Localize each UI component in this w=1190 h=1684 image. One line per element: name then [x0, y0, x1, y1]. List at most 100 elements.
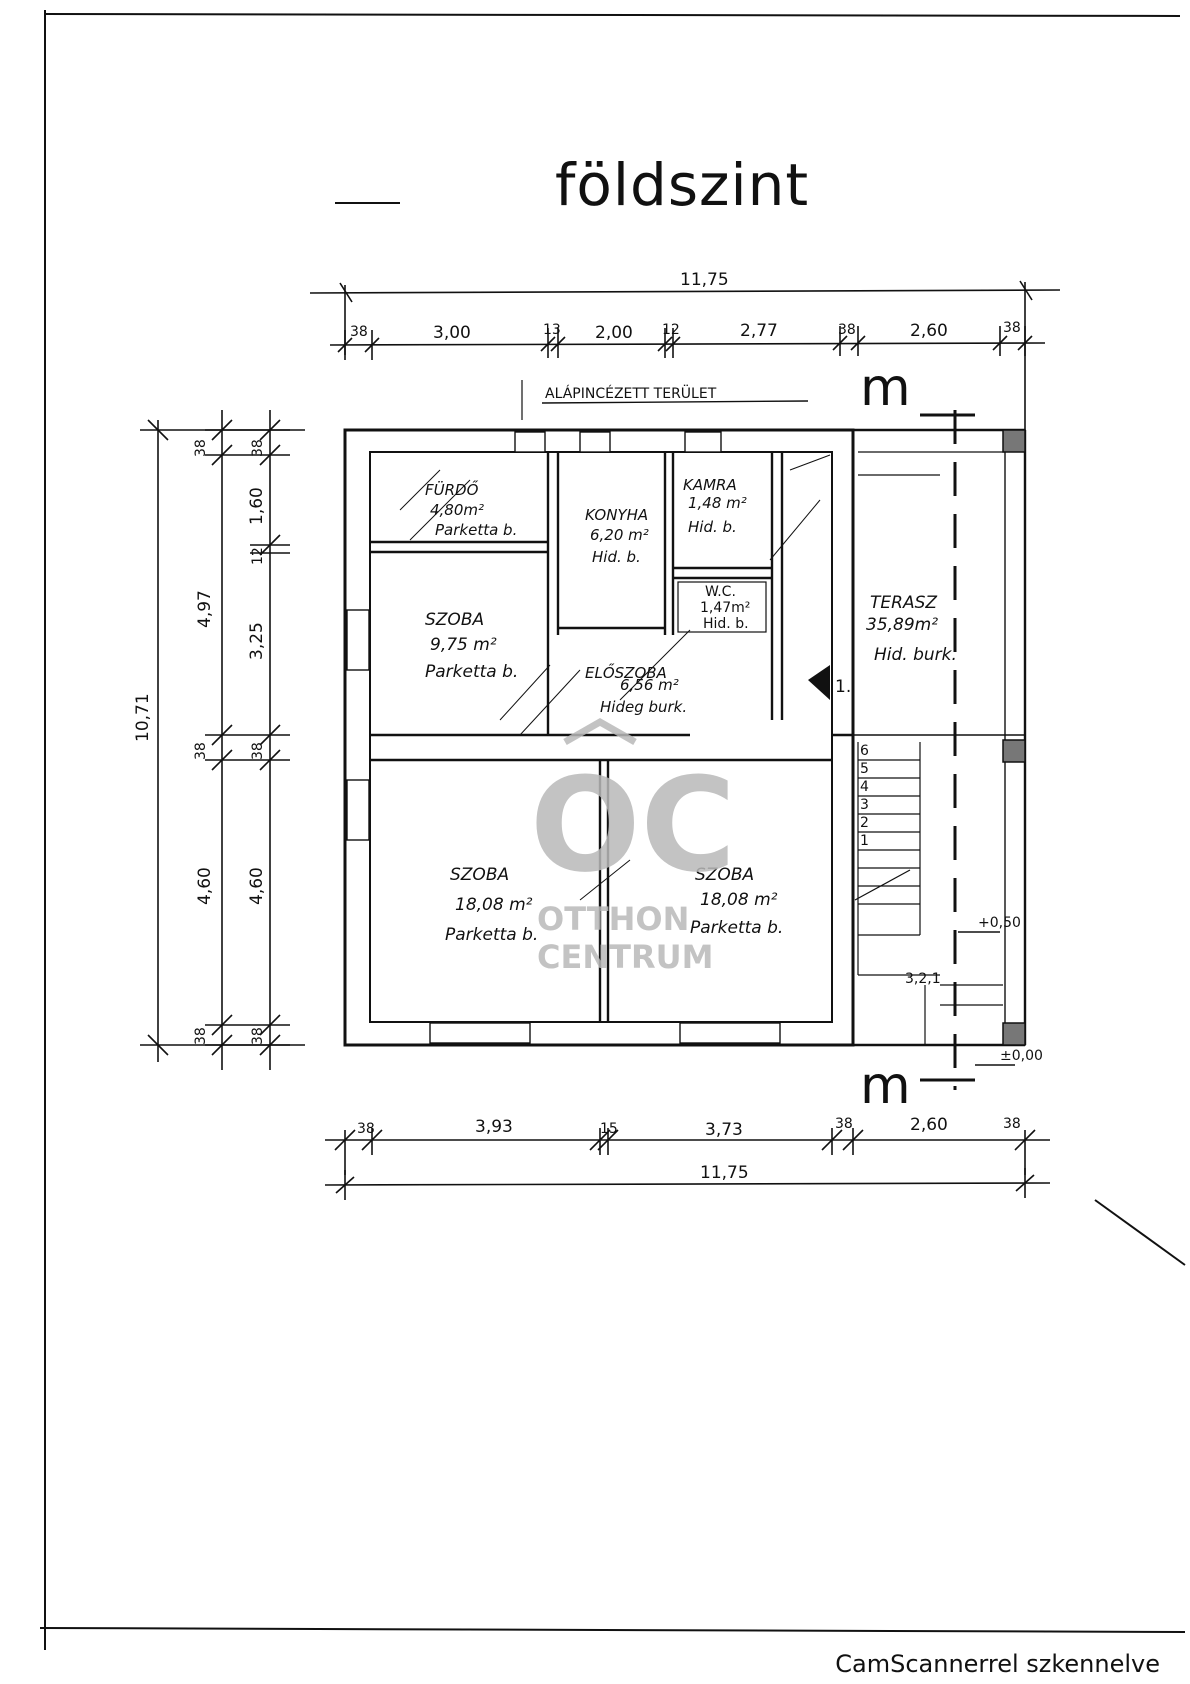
room-konyha-area: 6,20 m²: [590, 526, 649, 544]
stair-step-4: 4: [860, 779, 869, 795]
room-eloszoba-area: 6,56 m²: [620, 676, 679, 694]
stair-step-5: 5: [860, 761, 869, 777]
room-szoba-3-area: 18,08 m²: [700, 890, 778, 910]
room-eloszoba-name: ELŐSZOBA: [585, 662, 667, 682]
bottom-dimension-lines: [324, 1128, 1186, 1266]
top-dimension-lines: [309, 280, 1061, 432]
room-konyha-name: KONYHA: [585, 506, 648, 524]
room-wc-area: 1,47m²: [700, 600, 750, 616]
left-inner-dim-6: 38: [250, 1027, 266, 1045]
watermark-line1: OTTHON: [537, 900, 689, 938]
left-outer-dim-4: 38: [193, 1027, 209, 1045]
watermark-roof-icon: [563, 717, 637, 746]
bottom-dim-3: 3,73: [705, 1120, 743, 1140]
bottom-dimension-labels: 38 3,93 15 3,73 38 2,60 38: [357, 1115, 1021, 1140]
room-hatching: [399, 454, 831, 901]
bottom-dim-4: 38: [835, 1116, 853, 1132]
ground-level-label: ±0,00: [1000, 1048, 1043, 1064]
room-szoba-2-area: 18,08 m²: [455, 895, 533, 915]
room-furdo-name: FÜRDŐ: [425, 479, 479, 499]
room-szoba-1: SZOBA 9,75 m² Parketta b.: [425, 610, 518, 682]
bottom-dim-5: 2,60: [910, 1115, 948, 1135]
top-dim-7: 2,60: [910, 321, 948, 341]
sheet-border: [39, 10, 1186, 1650]
entrance-label: 1.: [835, 677, 851, 697]
interior-walls: [370, 452, 853, 1022]
left-inner-dimension-labels: 38 1,60 12 3,25 38 4,60 38: [247, 439, 267, 1045]
room-konyha: KONYHA 6,20 m² Hid. b.: [585, 506, 649, 566]
bottom-dim-2: 15: [600, 1121, 618, 1137]
top-dim-0: 38: [350, 324, 368, 340]
left-inner-dim-1: 1,60: [247, 487, 267, 525]
room-furdo-area: 4,80m²: [430, 501, 484, 519]
top-dim-4: 12: [662, 322, 680, 338]
stair-step-2: 2: [860, 815, 869, 831]
section-label: ALÁPINCÉZETT TERÜLET: [545, 384, 717, 402]
top-dim-8: 38: [1003, 320, 1021, 336]
room-terasz-name: TERASZ: [870, 593, 937, 613]
room-wc-floor: Hid. b.: [703, 616, 749, 632]
left-dimension-lines: [140, 410, 305, 1070]
left-inner-dim-0: 38: [250, 439, 266, 457]
room-kamra-floor: Hid. b.: [688, 518, 737, 536]
left-overall-dimension: 10,71: [133, 693, 153, 742]
section-marker-bottom: m: [860, 1056, 911, 1116]
room-szoba-3-floor: Parketta b.: [690, 918, 783, 938]
room-szoba-2-name: SZOBA: [450, 865, 509, 885]
page-title: földszint: [555, 151, 809, 219]
top-dim-5: 2,77: [740, 321, 778, 341]
section-cut-line: [920, 410, 975, 1090]
top-dim-3: 2,00: [595, 323, 633, 343]
room-wc-name: W.C.: [705, 584, 736, 600]
section-marker-top: m: [860, 358, 911, 418]
left-outer-dim-3: 4,60: [195, 867, 215, 905]
left-inner-dim-3: 3,25: [247, 622, 267, 660]
room-szoba-2-floor: Parketta b.: [445, 925, 538, 945]
left-outer-dimension-labels: 38 4,97 38 4,60 38: [193, 439, 215, 1045]
terrace-stairs: [854, 742, 1003, 1045]
stair-run-label: 3,2,1: [905, 971, 941, 987]
left-outer-dim-2: 38: [193, 742, 209, 760]
room-kamra: KAMRA 1,48 m² Hid. b.: [683, 476, 747, 536]
room-szoba-2: SZOBA 18,08 m² Parketta b.: [445, 865, 538, 945]
top-dim-6: 38: [838, 322, 856, 338]
left-inner-dim-5: 4,60: [247, 867, 267, 905]
stair-step-3: 3: [860, 797, 869, 813]
watermark-line2: CENTRUM: [537, 938, 713, 976]
stair-step-numbers: 6 5 4 3 2 1: [860, 743, 869, 849]
left-outer-dim-1: 4,97: [195, 590, 215, 628]
entrance-arrow-icon: [808, 665, 830, 700]
room-eloszoba-floor: Hideg burk.: [600, 698, 687, 716]
room-konyha-floor: Hid. b.: [592, 548, 641, 566]
left-outer-dim-0: 38: [193, 439, 209, 457]
terrace-outline: [853, 428, 1027, 1047]
room-szoba-1-area: 9,75 m²: [430, 635, 497, 655]
bottom-dim-1: 3,93: [475, 1117, 513, 1137]
room-wc: W.C. 1,47m² Hid. b.: [677, 581, 767, 633]
scanner-footer: CamScannerrel szkennelve: [835, 1650, 1160, 1678]
room-furdo: FÜRDŐ 4,80m² Parketta b.: [425, 479, 517, 539]
watermark-logo: OC: [530, 749, 736, 901]
top-dim-1: 3,00: [433, 323, 471, 343]
left-inner-dim-4: 38: [250, 742, 266, 760]
level-markers: [958, 931, 1015, 1066]
bottom-overall-dimension: 11,75: [700, 1163, 749, 1183]
room-szoba-3: SZOBA 18,08 m² Parketta b.: [690, 865, 783, 938]
terrace-level-label: +0,50: [978, 915, 1021, 931]
top-dimension-labels: 38 3,00 13 2,00 12 2,77 38 2,60 38: [350, 320, 1021, 343]
room-terasz-floor: Hid. burk.: [874, 645, 957, 665]
room-terasz-area: 35,89m²: [866, 615, 938, 635]
top-dim-2: 13: [543, 322, 561, 338]
room-szoba-1-name: SZOBA: [425, 610, 484, 630]
top-overall-dimension: 11,75: [680, 270, 729, 290]
windows: [346, 431, 781, 1044]
stair-step-1: 1: [860, 833, 869, 849]
room-szoba-1-floor: Parketta b.: [425, 662, 518, 682]
room-kamra-area: 1,48 m²: [688, 494, 747, 512]
room-terasz: TERASZ 35,89m² Hid. burk.: [866, 593, 957, 665]
room-furdo-floor: Parketta b.: [435, 521, 517, 539]
stair-step-6: 6: [860, 743, 869, 759]
bottom-dim-0: 38: [357, 1121, 375, 1137]
bottom-dim-6: 38: [1003, 1116, 1021, 1132]
